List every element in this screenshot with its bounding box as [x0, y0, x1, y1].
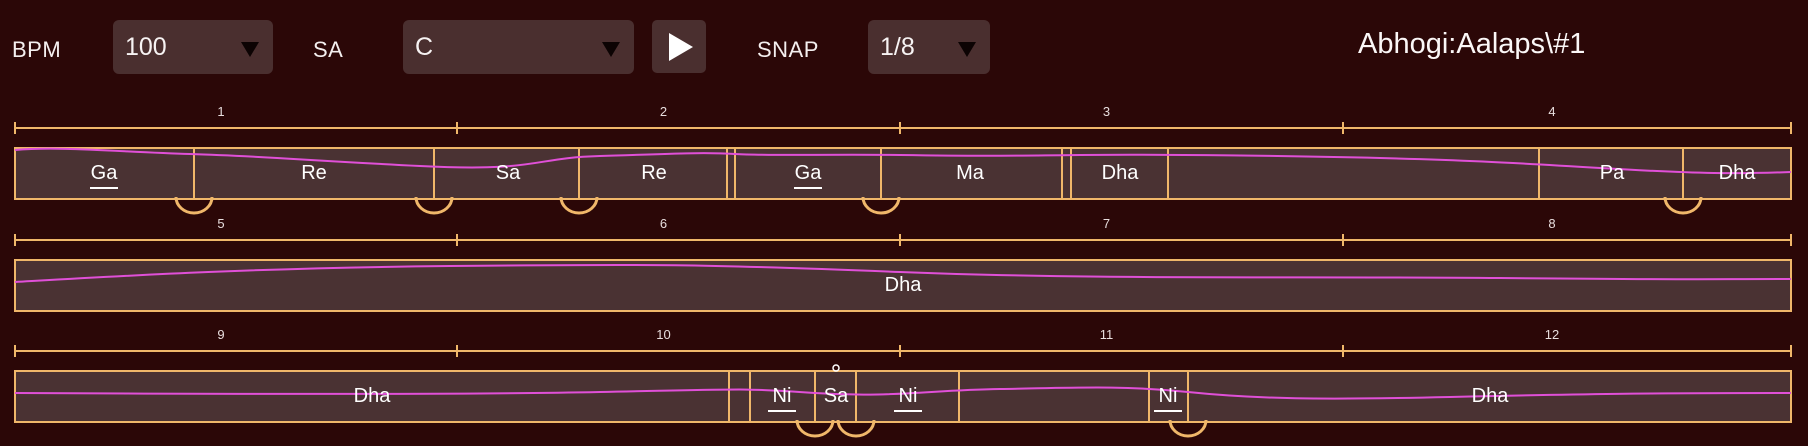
measure-number: 7 [1103, 216, 1110, 231]
snap-dropdown[interactable]: 1/8 [868, 20, 990, 74]
slide-arc [174, 196, 214, 215]
caret-down-icon [602, 42, 620, 57]
pitch-curve [14, 386, 1792, 400]
track-box[interactable] [14, 147, 1792, 200]
measure-number: 4 [1548, 104, 1555, 119]
pitch-curve [14, 263, 1792, 283]
play-button[interactable] [652, 20, 706, 73]
slide-arc [1168, 419, 1208, 438]
note-label[interactable]: Re [641, 162, 667, 184]
measure-number: 11 [1100, 327, 1114, 342]
slide-arc [861, 196, 901, 215]
snap-value: 1/8 [880, 33, 915, 61]
note-label[interactable]: Ni [773, 385, 792, 407]
caret-down-icon [241, 42, 259, 57]
sa-label: SA [313, 37, 344, 62]
note-label[interactable]: Ni [899, 385, 918, 407]
measure-number: 9 [217, 327, 224, 342]
note-label[interactable]: Ga [795, 162, 823, 184]
snap-label: SNAP [757, 37, 819, 62]
composition-title: Abhogi:Aalaps\#1 [1358, 28, 1586, 60]
measure-number: 1 [217, 104, 224, 119]
slide-arc [1663, 196, 1703, 215]
note-label[interactable]: Dha [1102, 162, 1140, 184]
note-label[interactable]: Dha [1472, 385, 1510, 407]
measure-number: 3 [1103, 104, 1110, 119]
slide-arc [836, 419, 876, 438]
sa-value: C [415, 33, 434, 61]
note-label[interactable]: Dha [1719, 162, 1757, 184]
bpm-dropdown[interactable]: 100 [113, 20, 273, 74]
caret-down-icon [958, 42, 976, 57]
measure-number: 12 [1545, 327, 1559, 342]
slide-arc [414, 196, 454, 215]
note-label[interactable]: Sa [496, 162, 521, 184]
note-label[interactable]: Dha [354, 385, 392, 407]
taar-dot [832, 364, 840, 372]
measure-number: 10 [656, 327, 670, 342]
slide-arc [559, 196, 599, 215]
note-label[interactable]: Sa [824, 385, 849, 407]
measure-number: 2 [660, 104, 667, 119]
note-label[interactable]: Re [301, 162, 327, 184]
measure-number: 8 [1548, 216, 1555, 231]
sa-dropdown[interactable]: C [403, 20, 634, 74]
note-label[interactable]: Dha [885, 274, 923, 296]
note-label[interactable]: Pa [1600, 162, 1625, 184]
note-label[interactable]: Ma [956, 162, 985, 184]
bpm-label: BPM [12, 37, 62, 62]
pitch-curve [14, 147, 1792, 175]
measure-number: 5 [217, 216, 224, 231]
play-icon [669, 33, 693, 61]
bpm-value: 100 [125, 33, 167, 61]
note-label[interactable]: Ga [91, 162, 119, 184]
note-label[interactable]: Ni [1159, 385, 1178, 407]
measure-number: 6 [660, 216, 667, 231]
slide-arc [795, 419, 835, 438]
